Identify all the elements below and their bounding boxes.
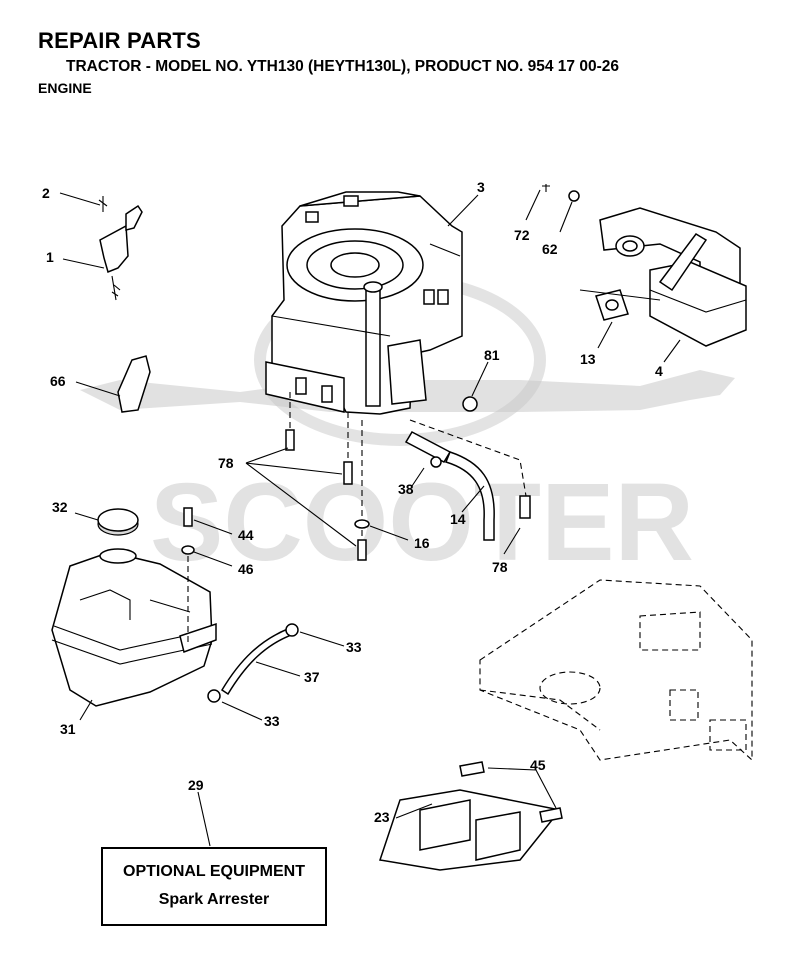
bracket-66 (117, 355, 151, 413)
callout-3: 3 (477, 179, 485, 195)
callout-14: 14 (450, 511, 466, 527)
fuel-fitting (404, 431, 452, 468)
heat-shield-plate (379, 761, 563, 871)
washer-16 (354, 519, 370, 529)
callout-16: 16 (414, 535, 430, 551)
screw-44 (181, 507, 195, 644)
callout-31: 31 (60, 721, 76, 737)
optional-equipment-item: Spark Arrester (158, 891, 270, 908)
optional-equipment-heading: OPTIONAL EQUIPMENT (123, 863, 305, 880)
callout-13: 13 (580, 351, 596, 367)
fuel-hose (445, 451, 495, 541)
callout-78-left: 78 (218, 455, 234, 471)
page-title: REPAIR PARTS (38, 28, 201, 53)
muffler-assembly (542, 184, 747, 347)
callout-2: 2 (42, 185, 50, 201)
watermark-text: SCOOTER (150, 461, 694, 584)
callout-32: 32 (52, 499, 68, 515)
section-label: ENGINE (38, 80, 92, 96)
callout-23: 23 (374, 809, 390, 825)
callout-38: 38 (398, 481, 414, 497)
callout-62: 62 (542, 241, 558, 257)
callout-78-right: 78 (492, 559, 508, 575)
bolts-78 (285, 392, 531, 561)
fuel-line (207, 623, 299, 703)
nut-81 (462, 396, 478, 412)
fuel-tank (51, 508, 217, 707)
tractor-frame (479, 579, 753, 762)
throttle-bracket (98, 196, 143, 301)
callout-81: 81 (484, 347, 500, 363)
callout-72: 72 (514, 227, 530, 243)
callout-33-top: 33 (346, 639, 362, 655)
callout-33-bottom: 33 (264, 713, 280, 729)
page-subtitle: TRACTOR - MODEL NO. YTH130 (HEYTH130L), … (66, 58, 619, 75)
callout-37: 37 (304, 669, 320, 685)
optional-equipment-box: OPTIONAL EQUIPMENT Spark Arrester (101, 847, 327, 926)
callout-45: 45 (530, 757, 546, 773)
callout-44: 44 (238, 527, 254, 543)
callout-1: 1 (46, 249, 54, 265)
callout-4: 4 (655, 363, 663, 379)
callout-66: 66 (50, 373, 66, 389)
callout-46: 46 (238, 561, 254, 577)
callout-29: 29 (188, 777, 204, 793)
engine-assembly (265, 191, 463, 415)
